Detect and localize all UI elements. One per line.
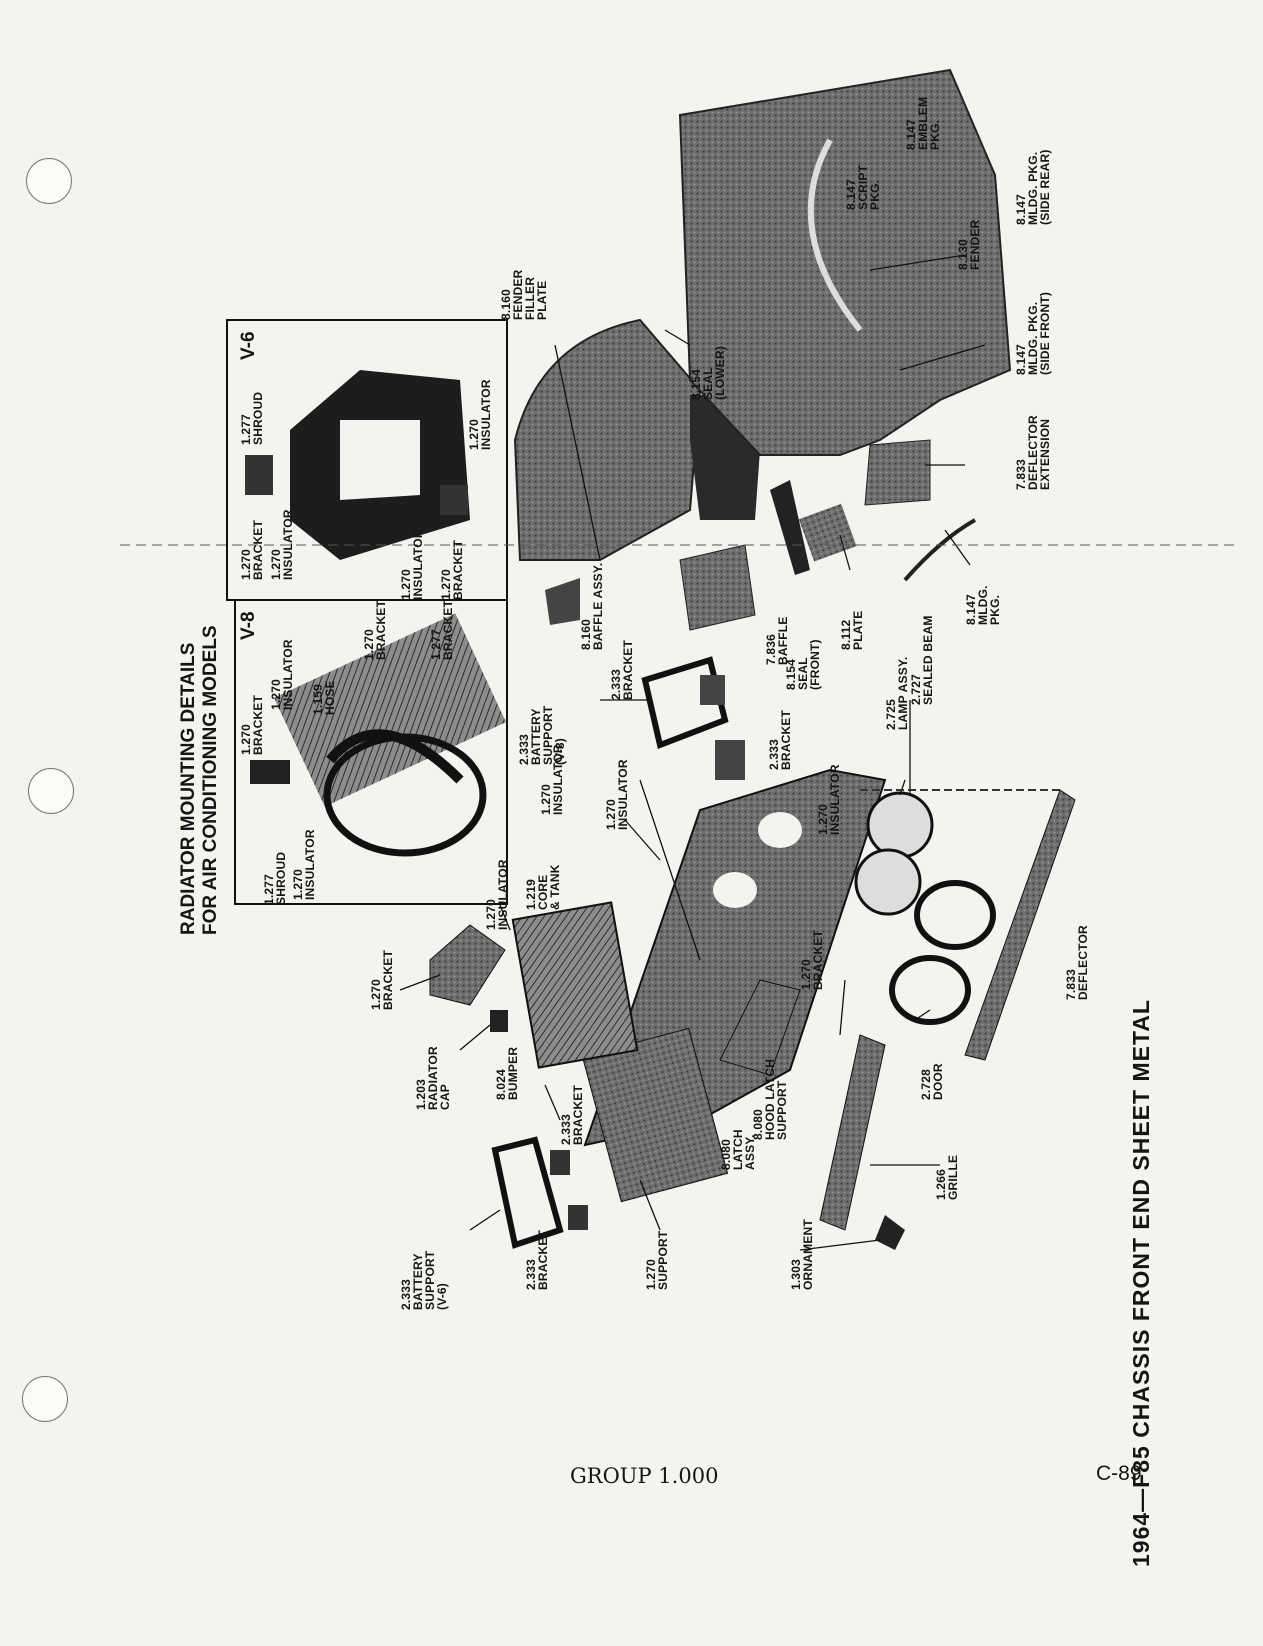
part-callout-l06: 1.277 BRACKET bbox=[429, 599, 455, 660]
part-callout-l09: 1.270 INSULATOR bbox=[269, 509, 295, 580]
part-callout-l19: 8.130 FENDER bbox=[956, 219, 982, 270]
part-callout-l36: 1.270 INSULATOR bbox=[484, 859, 510, 930]
punch-hole-middle bbox=[28, 768, 74, 814]
punch-hole-top bbox=[26, 158, 72, 204]
part-callout-l49: 1.270 SUPPORT bbox=[644, 1230, 670, 1290]
part-callout-l27: 2.333 BRACKET bbox=[609, 639, 635, 700]
part-callout-l13: 1.270 INSULATOR bbox=[467, 379, 493, 450]
part-callout-l41: 8.024 BUMPER bbox=[494, 1046, 520, 1100]
part-callout-l42: 2.333 BRACKET bbox=[559, 1084, 585, 1145]
inset-v6-tag: V-6 bbox=[238, 331, 259, 360]
part-callout-l12: 1.270 BRACKET bbox=[439, 539, 465, 600]
punch-hole-bottom bbox=[22, 1376, 68, 1422]
part-callout-l18: 8.147 MLDG. PKG. (SIDE REAR) bbox=[1014, 149, 1052, 225]
part-callout-l34: 1.270 INSULATOR bbox=[816, 764, 842, 835]
part-callout-l17: 8.147 SCRIPT PKG. bbox=[844, 164, 882, 210]
part-callout-l29: 2.333 BRACKET bbox=[767, 709, 793, 770]
part-callout-l33: 1.270 INSULATOR bbox=[604, 759, 630, 830]
part-callout-l14: 8.160 FENDER FILLER PLATE bbox=[499, 269, 549, 320]
part-callout-l20: 8.147 MLDG. PKG. (SIDE FRONT) bbox=[1014, 291, 1052, 375]
part-callout-l07: 1.270 INSULATOR bbox=[291, 829, 317, 900]
part-callout-l39: 1.270 BRACKET bbox=[369, 949, 395, 1010]
part-callout-l08: 1.270 BRACKET bbox=[239, 519, 265, 580]
part-callout-l40: 1.203 RADIATOR CAP bbox=[414, 1046, 452, 1110]
part-callout-l22: 8.147 MLDG. PKG. bbox=[964, 585, 1002, 625]
inset-title-line2: FOR AIR CONDITIONING MODELS bbox=[200, 625, 221, 935]
inset-title-line1: RADIATOR MOUNTING DETAILS bbox=[178, 642, 199, 935]
footer-group: GROUP 1.000 bbox=[570, 1464, 719, 1488]
inset-v6-box bbox=[226, 319, 508, 601]
part-callout-l50: 1.303 ORNAMENT bbox=[789, 1219, 815, 1290]
page-number: C-89 bbox=[1096, 1462, 1142, 1485]
part-callout-l10: 1.277 SHROUD bbox=[239, 391, 265, 445]
part-callout-l24: 8.154 SEAL (FRONT) bbox=[784, 639, 822, 690]
inset-v8-tag: V-8 bbox=[238, 611, 259, 640]
part-callout-l30: 2.725 LAMP ASSY. bbox=[884, 656, 910, 730]
part-callout-l16: 8.147 EMBLEM PKG. bbox=[904, 96, 942, 150]
part-callout-l32: 1.270 INSULATOR bbox=[539, 744, 565, 815]
part-callout-l21: 7.833 DEFLECTOR EXTENSION bbox=[1014, 415, 1052, 490]
part-callout-l03: 1.270 INSULATOR bbox=[269, 639, 295, 710]
part-callout-l46: 1.266 GRILLE bbox=[934, 1154, 960, 1200]
part-callout-l25: 7.836 BAFFLE bbox=[764, 616, 790, 665]
part-callout-l02: 1.270 BRACKET bbox=[239, 694, 265, 755]
part-callout-l37: 1.270 BRACKET bbox=[799, 929, 825, 990]
part-callout-l11: 1.270 INSULATOR bbox=[399, 529, 425, 600]
part-callout-l15: 8.154 SEAL (LOWER) bbox=[689, 345, 727, 400]
part-callout-l45: 2.728 DOOR bbox=[919, 1063, 945, 1100]
part-callout-l26: 8.160 BAFFLE ASSY. bbox=[579, 562, 605, 650]
part-callout-l23: 8.112 PLATE bbox=[839, 610, 865, 650]
part-callout-l31: 2.727 SEALED BEAM bbox=[909, 615, 935, 705]
part-callout-l04: 1.159 HOSE bbox=[311, 680, 337, 715]
part-callout-l47: 2.333 BATTERY SUPPORT (V-6) bbox=[399, 1250, 449, 1310]
part-callout-l38: 7.833 DEFLECTOR bbox=[1064, 925, 1090, 1000]
part-callout-l44: 8.080 HOOD LATCH SUPPORT bbox=[751, 1058, 789, 1140]
part-callout-l48: 2.333 BRACKET bbox=[524, 1229, 550, 1290]
part-callout-l01: 1.277 SHROUD bbox=[262, 851, 288, 905]
part-callout-l35: 1.219 CORE & TANK bbox=[524, 864, 562, 910]
part-callout-l05: 1.270 BRACKET bbox=[362, 599, 388, 660]
